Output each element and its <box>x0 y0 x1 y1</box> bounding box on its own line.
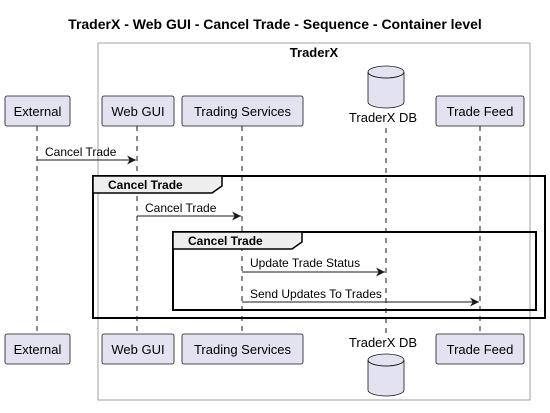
message-send-updates-to-trades: Send Updates To Trades <box>242 287 479 307</box>
participant-box <box>101 95 175 127</box>
fragment-frame <box>172 231 537 311</box>
participant-web-gui-top[interactable]: Web GUI <box>101 95 175 127</box>
fragment-frame <box>92 175 546 319</box>
participant-box <box>4 333 71 365</box>
participant-box <box>435 95 525 127</box>
fragment-title: Cancel Trade <box>188 234 263 248</box>
participant-trade-feed-top[interactable]: Trade Feed <box>435 95 525 127</box>
participant-traderx-db-bottom[interactable]: TraderX DB <box>349 335 417 397</box>
diagram-title: TraderX - Web GUI - Cancel Trade - Seque… <box>68 16 482 32</box>
fragment-tab <box>92 175 223 194</box>
message-update-trade-status: Update Trade Status <box>242 256 385 277</box>
message-cancel-trade-1: Cancel Trade <box>37 145 136 165</box>
database-icon <box>367 353 405 397</box>
message-cancel-trade-2: Cancel Trade <box>137 201 241 221</box>
participant-label: External <box>14 104 62 119</box>
participant-box <box>435 333 525 365</box>
database-icon <box>367 65 405 109</box>
participant-label: Trade Feed <box>447 104 514 119</box>
participant-traderx-db-top[interactable]: TraderX DB <box>349 65 417 125</box>
participant-box <box>4 95 71 127</box>
participant-external-bottom[interactable]: External <box>4 333 71 365</box>
lifelines <box>36 126 481 334</box>
fragment-tab <box>172 231 303 250</box>
participant-box <box>181 95 304 127</box>
participant-label: External <box>14 342 62 357</box>
traderx-container-box <box>97 42 531 401</box>
participant-label: Trading Services <box>194 104 292 119</box>
message-label: Update Trade Status <box>250 256 360 270</box>
message-label: Cancel Trade <box>45 145 117 159</box>
participant-label: Trading Services <box>194 342 292 357</box>
participant-trading-services-bottom[interactable]: Trading Services <box>181 333 304 365</box>
fragment-inner: Cancel Trade <box>172 231 537 311</box>
participant-box <box>101 333 175 365</box>
message-label: Send Updates To Trades <box>250 287 382 301</box>
participant-label: Trade Feed <box>447 342 514 357</box>
participant-label: TraderX DB <box>349 335 417 350</box>
message-label: Cancel Trade <box>145 201 217 215</box>
participant-external-top[interactable]: External <box>4 95 71 127</box>
fragment-title: Cancel Trade <box>108 178 183 192</box>
participant-trading-services-top[interactable]: Trading Services <box>181 95 304 127</box>
participant-trade-feed-bottom[interactable]: Trade Feed <box>435 333 525 365</box>
participant-box <box>181 333 304 365</box>
participant-web-gui-bottom[interactable]: Web GUI <box>101 333 175 365</box>
fragment-outer: Cancel Trade <box>92 175 546 319</box>
participant-label: Web GUI <box>111 104 164 119</box>
participant-label: Web GUI <box>111 342 164 357</box>
participant-label: TraderX DB <box>349 110 417 125</box>
container-box-label: TraderX <box>290 45 339 60</box>
